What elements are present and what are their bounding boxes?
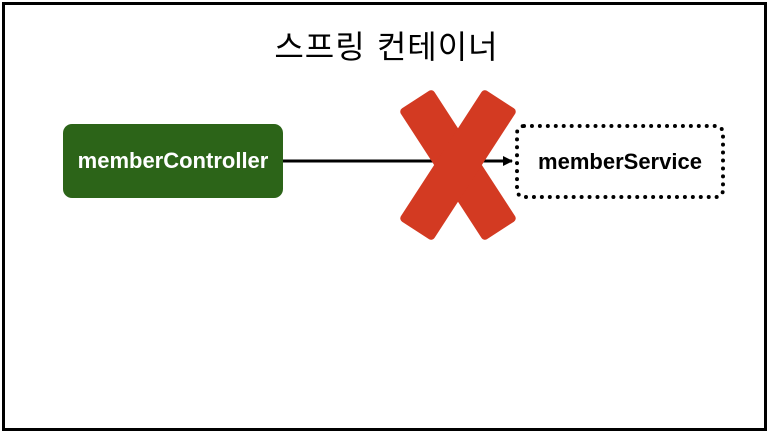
member-controller-label: memberController — [77, 148, 269, 173]
container-frame — [2, 2, 767, 431]
member-service-node: memberService — [515, 124, 725, 199]
container-title: 스프링 컨테이너 — [274, 28, 499, 66]
member-controller-node: memberController — [63, 124, 283, 198]
member-service-label: memberService — [538, 148, 702, 174]
blocked-cross-icon — [400, 90, 516, 240]
